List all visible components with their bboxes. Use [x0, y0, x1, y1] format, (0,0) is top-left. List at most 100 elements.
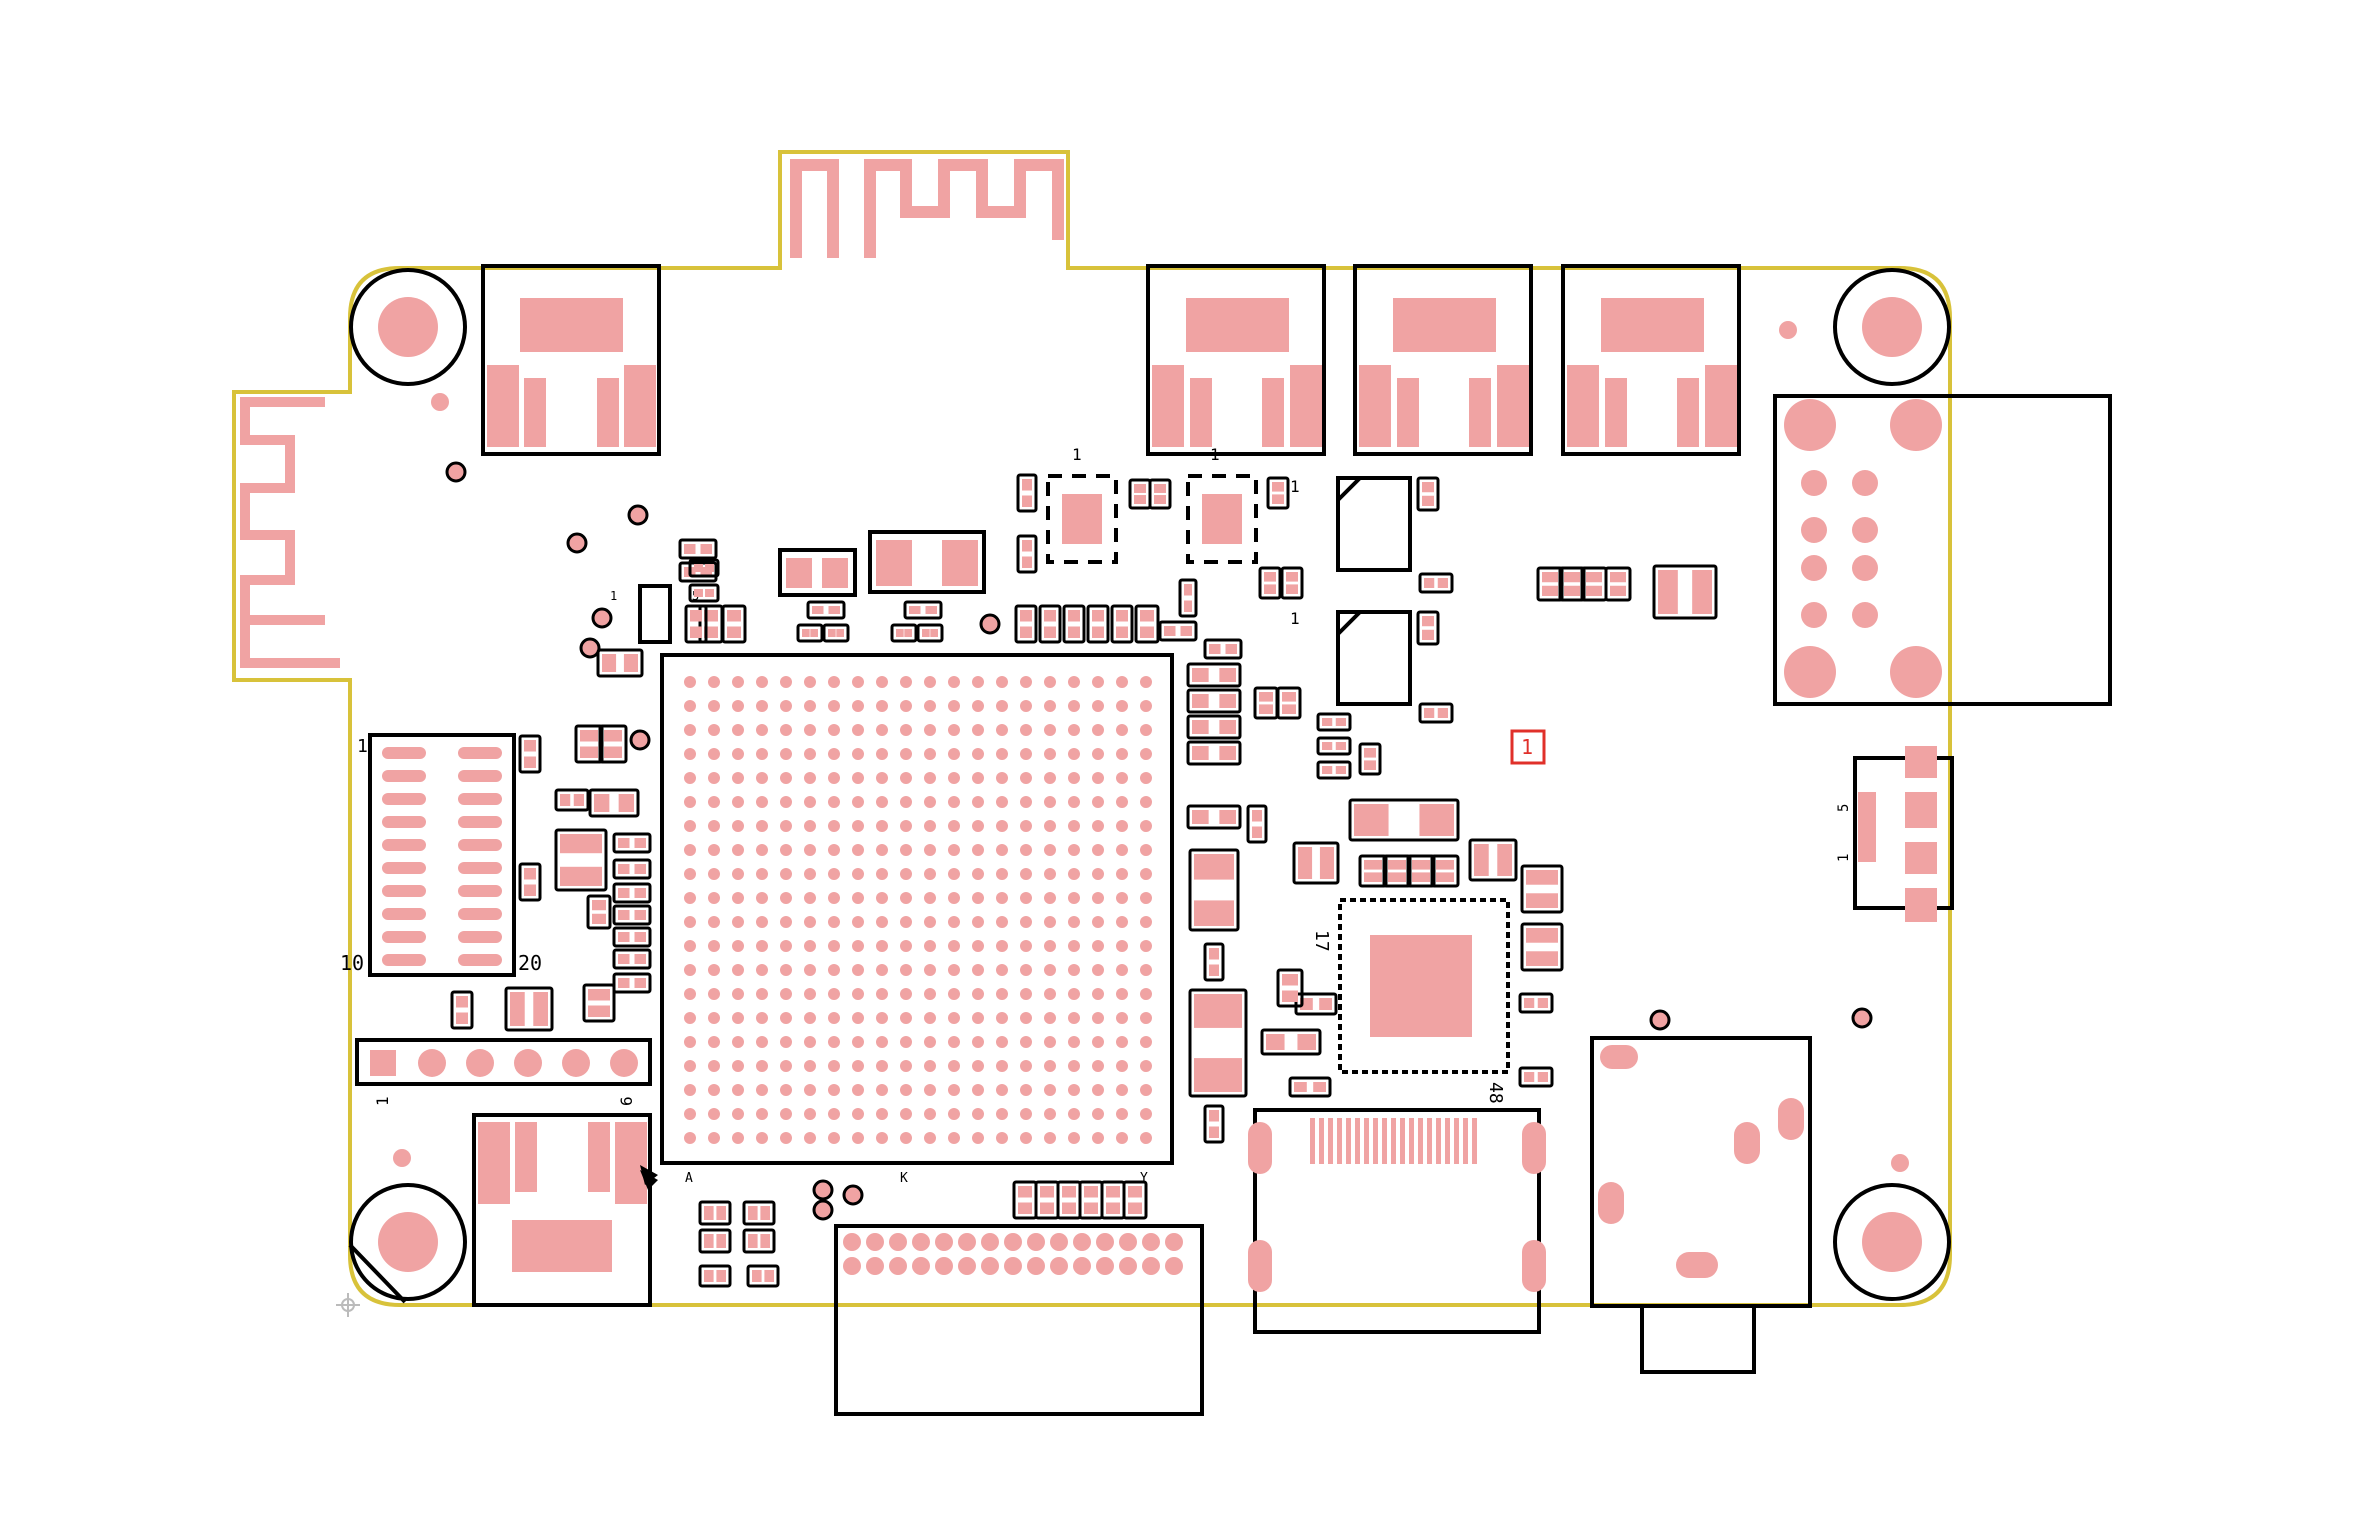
- passive-pad: [1282, 990, 1298, 1002]
- passive-pad: [634, 932, 646, 942]
- bga-ball: [1068, 1060, 1080, 1072]
- passive-outline: [806, 600, 846, 620]
- ffc-pin: [912, 1257, 930, 1275]
- bga-ball: [972, 1012, 984, 1024]
- bga-ball: [876, 700, 888, 712]
- passive-pad: [694, 564, 703, 572]
- passive-outline: [746, 1264, 780, 1288]
- sop-chip-1: 1: [1290, 476, 1412, 572]
- bga-ball: [1068, 1012, 1080, 1024]
- bga-ball: [948, 1084, 960, 1096]
- bga-ball: [996, 1060, 1008, 1072]
- bga-ball: [948, 964, 960, 976]
- hdmi-pin: [1319, 1118, 1324, 1164]
- bga-ball: [828, 1084, 840, 1096]
- bga-ball: [708, 1036, 720, 1048]
- bga-ball: [900, 1036, 912, 1048]
- bga-ball: [948, 1132, 960, 1144]
- passive-pad: [1412, 860, 1430, 870]
- bga-ball: [876, 1084, 888, 1096]
- bga-ball: [804, 916, 816, 928]
- passive-outline: [1518, 992, 1554, 1014]
- ffc-pin: [935, 1257, 953, 1275]
- bga-ball: [708, 988, 720, 1000]
- passive-pad: [1264, 584, 1276, 594]
- bga-ball: [948, 988, 960, 1000]
- passive-outline: [1276, 968, 1304, 1008]
- passive-pad: [1422, 482, 1434, 493]
- passive-outline: [612, 926, 652, 948]
- passive-pad: [1286, 584, 1298, 594]
- passive-outline: [916, 623, 944, 643]
- bga-ball: [756, 1060, 768, 1072]
- bga-ball: [708, 940, 720, 952]
- bga-ball: [852, 868, 864, 880]
- bga-ball: [1068, 748, 1080, 760]
- ffc-pin: [889, 1257, 907, 1275]
- passive-pad: [1209, 644, 1221, 654]
- bga-ball: [948, 844, 960, 856]
- bga-ball: [804, 1036, 816, 1048]
- passive-pad: [1412, 872, 1430, 882]
- bga-ball: [1092, 1084, 1104, 1096]
- bga-ball: [804, 1108, 816, 1120]
- bga-ball: [828, 1132, 840, 1144]
- inductors-top: [778, 530, 986, 597]
- bga-ball: [828, 1012, 840, 1024]
- bga-ball: [996, 1108, 1008, 1120]
- passive-pad: [1020, 626, 1032, 638]
- bga-ball: [828, 940, 840, 952]
- hdmi-pin: [1409, 1118, 1414, 1164]
- bga-ball: [972, 1108, 984, 1120]
- bga-ball: [1044, 676, 1056, 688]
- passive-pad: [1610, 585, 1626, 596]
- bga-ball: [732, 940, 744, 952]
- bga-ball: [708, 868, 720, 880]
- bga-ball: [684, 916, 696, 928]
- bga-ball: [1068, 988, 1080, 1000]
- passive-outline: [1178, 578, 1198, 618]
- passive-pad: [618, 910, 630, 920]
- ffc-pin: [1165, 1233, 1183, 1251]
- bga-ball: [1116, 964, 1128, 976]
- bga-ball: [948, 772, 960, 784]
- bga-ball: [1020, 988, 1032, 1000]
- bga-ball: [1140, 796, 1152, 808]
- passive-outline: [1652, 564, 1718, 620]
- ffc-pin: [958, 1257, 976, 1275]
- bga-ball: [1092, 1036, 1104, 1048]
- passive-pad: [1022, 540, 1032, 552]
- passive-outline: [1604, 566, 1632, 602]
- bga-ball: [900, 964, 912, 976]
- bga-ball: [828, 916, 840, 928]
- passive-pad: [1282, 704, 1296, 714]
- bga-ball: [876, 1108, 888, 1120]
- passive-pad: [1062, 1186, 1076, 1198]
- bga-ball: [828, 796, 840, 808]
- passive-pad: [828, 606, 840, 614]
- bga-ball: [900, 1060, 912, 1072]
- bga-ball: [852, 1036, 864, 1048]
- passive-pad: [690, 610, 702, 622]
- bga-ball: [900, 700, 912, 712]
- passive-pad: [1537, 998, 1548, 1008]
- bga-ball: [924, 1132, 936, 1144]
- bga-ball: [1140, 964, 1152, 976]
- bga-ball: [1140, 1036, 1152, 1048]
- bga-ball: [756, 700, 768, 712]
- bga-ball: [1044, 772, 1056, 784]
- bga-ball: [756, 844, 768, 856]
- header-label-20: 20: [518, 951, 542, 975]
- bga-ball: [732, 772, 744, 784]
- strip-label-1: 1: [373, 1096, 392, 1106]
- passive-pad: [1542, 572, 1558, 583]
- passive-outline: [586, 894, 612, 930]
- passive-pad: [560, 794, 571, 806]
- bga-ball: [804, 1084, 816, 1096]
- bga-ball: [732, 964, 744, 976]
- passive-pad: [828, 629, 836, 637]
- passive-pad: [1128, 1202, 1142, 1214]
- bga-ball: [1116, 1036, 1128, 1048]
- passive-pad: [510, 992, 525, 1026]
- bga-ball: [1140, 988, 1152, 1000]
